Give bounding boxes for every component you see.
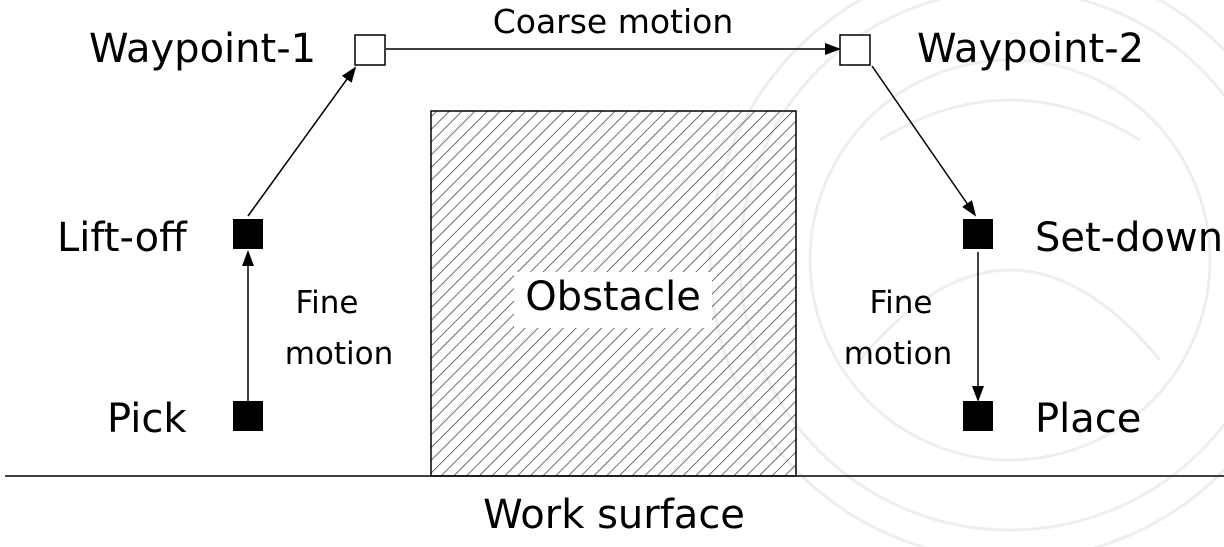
waypoint2-to-setdown-arrow bbox=[871, 65, 977, 217]
waypoint-2-node bbox=[839, 34, 871, 66]
set-down-node bbox=[963, 219, 993, 249]
waypoint-2-label: Waypoint-2 bbox=[917, 26, 1144, 72]
fine-motion-right-line1: Fine bbox=[870, 285, 933, 321]
place-label: Place bbox=[1035, 396, 1141, 442]
work-surface-label: Work surface bbox=[483, 492, 745, 538]
obstacle-label-box bbox=[514, 272, 712, 328]
lift-off-node bbox=[233, 219, 263, 249]
obstacle-label: Obstacle bbox=[525, 274, 701, 320]
pick-node bbox=[233, 401, 263, 431]
waypoint-1-label: Waypoint-1 bbox=[89, 26, 316, 72]
fine-motion-right-line2: motion bbox=[844, 336, 953, 372]
place-node bbox=[963, 401, 993, 431]
lift-off-label: Lift-off bbox=[57, 215, 188, 261]
pick-label: Pick bbox=[107, 396, 187, 442]
coarse-motion-label: Coarse motion bbox=[493, 2, 734, 41]
set-down-label: Set-down bbox=[1035, 215, 1223, 261]
waypoint-1-node bbox=[354, 34, 386, 66]
liftoff-to-waypoint1-arrow bbox=[247, 66, 357, 217]
fine-motion-left-line1: Fine bbox=[296, 285, 359, 321]
fine-motion-left-line2: motion bbox=[285, 336, 394, 372]
